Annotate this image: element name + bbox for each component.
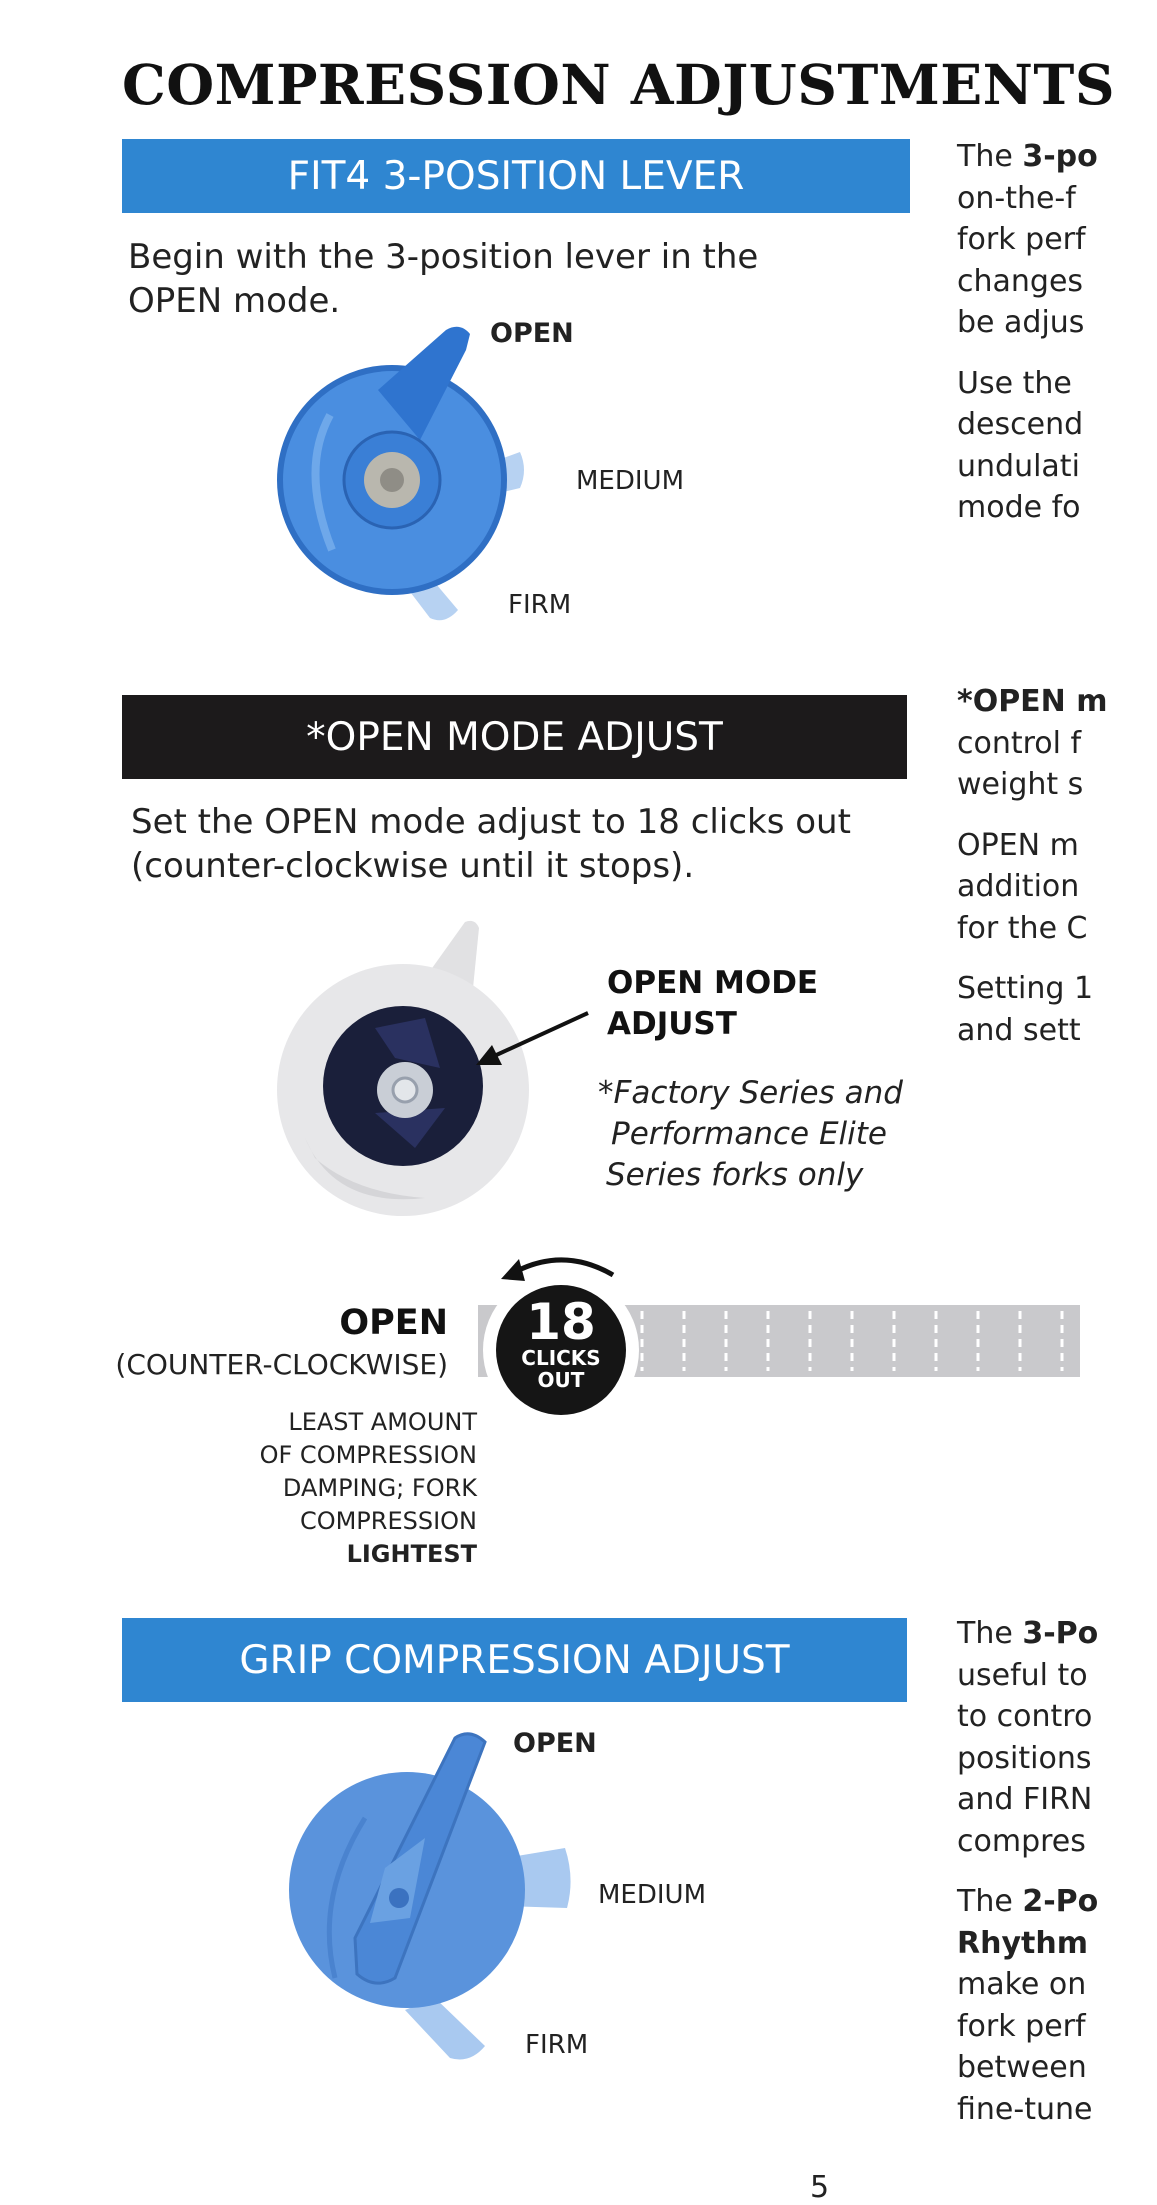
- label-firm: FIRM: [508, 590, 572, 620]
- clicks-unit-line2: OUT: [537, 1368, 585, 1392]
- page-title: COMPRESSION ADJUSTMENTS: [122, 52, 1116, 117]
- pointer-arrow-icon: [476, 1011, 589, 1065]
- section-header-open-mode-adjust: *OPEN MODE ADJUST: [122, 695, 907, 779]
- section-header-fit4-lever: FIT4 3-POSITION LEVER: [122, 139, 910, 213]
- least-compression-description: LEAST AMOUNT OF COMPRESSION DAMPING; FOR…: [259, 1408, 477, 1568]
- firm-position-prong: [405, 1998, 485, 2060]
- section2-paragraph-1: *OPEN m control f weight s: [957, 684, 1108, 802]
- grip-label-firm: FIRM: [525, 2030, 589, 2060]
- section3-right-text: The 3-Po useful to to contro positions a…: [957, 1613, 1157, 2149]
- label-open: OPEN: [490, 318, 574, 349]
- clicks-number: 18: [526, 1293, 596, 1351]
- grip-lever-illustration: [289, 1732, 571, 2060]
- section1-intro-text: Begin with the 3-position lever in the O…: [128, 237, 759, 321]
- clicks-out-badge: 18 CLICKS OUT: [496, 1285, 626, 1415]
- counter-clockwise-label: (COUNTER-CLOCKWISE): [115, 1348, 448, 1381]
- section3-paragraph-1: The 3-Po useful to to contro positions a…: [957, 1616, 1099, 1859]
- section2-intro-text: Set the OPEN mode adjust to 18 clicks ou…: [131, 802, 851, 886]
- section1-paragraph-1: The 3-po on-the-f fork perf changes be a…: [957, 139, 1098, 340]
- section1-paragraph-2: Use the descend undulati mode fo: [957, 365, 1084, 526]
- label-medium: MEDIUM: [576, 466, 685, 496]
- factory-series-footnote: *Factory Series and Performance Elite Se…: [598, 1075, 903, 1193]
- section2-right-text: *OPEN m control f weight s OPEN m additi…: [957, 681, 1157, 1070]
- open-direction-label: OPEN: [339, 1303, 448, 1343]
- open-mode-adjust-label: OPEN MODE ADJUST: [607, 965, 819, 1042]
- open-position-lever: [378, 326, 470, 440]
- section2-paragraph-3: Setting 1 and sett: [957, 971, 1094, 1048]
- page-number: 5: [810, 2170, 830, 2205]
- open-mode-adjust-knob-illustration: [277, 920, 529, 1216]
- fit4-lever-illustration: [277, 326, 524, 621]
- grip-label-medium: MEDIUM: [598, 1880, 707, 1910]
- grip-label-open: OPEN: [513, 1728, 597, 1759]
- section-header-grip-compression-adjust: GRIP COMPRESSION ADJUST: [122, 1618, 907, 1702]
- section2-paragraph-2: OPEN m addition for the C: [957, 827, 1088, 946]
- section3-paragraph-2: The 2-Po Rhythm make on fork perf betwee…: [957, 1884, 1099, 2127]
- section1-right-text: The 3-po on-the-f fork perf changes be a…: [957, 136, 1157, 548]
- grip-pivot: [389, 1888, 409, 1908]
- clicks-unit-line1: CLICKS: [521, 1346, 601, 1370]
- counter-clockwise-arrow-icon: [501, 1257, 615, 1281]
